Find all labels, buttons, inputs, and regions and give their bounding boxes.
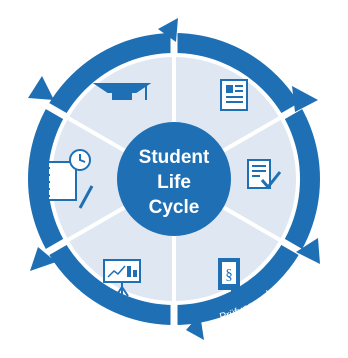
graduation-cap-icon [92,83,152,100]
document-checkmark-icon [247,159,282,190]
notebook-clock-pen-icon [44,149,94,209]
arrow-head [186,314,204,340]
arrow-head [30,247,56,271]
center-line-2: Life [157,172,191,193]
center-circle [117,122,231,236]
center-hub: Student Life Cycle [117,122,231,236]
arrow-head [296,238,320,264]
arrow-head [158,18,178,42]
svg-text:§: § [225,267,233,283]
stage-icons: § [44,79,282,297]
paragraph-book-icon: § [218,258,240,297]
stage-label-zulassung: Zulassung [318,172,336,223]
arrow-head [292,86,318,112]
stage-label-pruefungen: Prüfungen [8,157,23,208]
presentation-board-icon [103,259,141,297]
center-line-1: Student [139,147,210,168]
arrow-head [28,76,54,100]
document-form-icon [220,79,248,111]
center-line-3: Cycle [149,197,200,218]
